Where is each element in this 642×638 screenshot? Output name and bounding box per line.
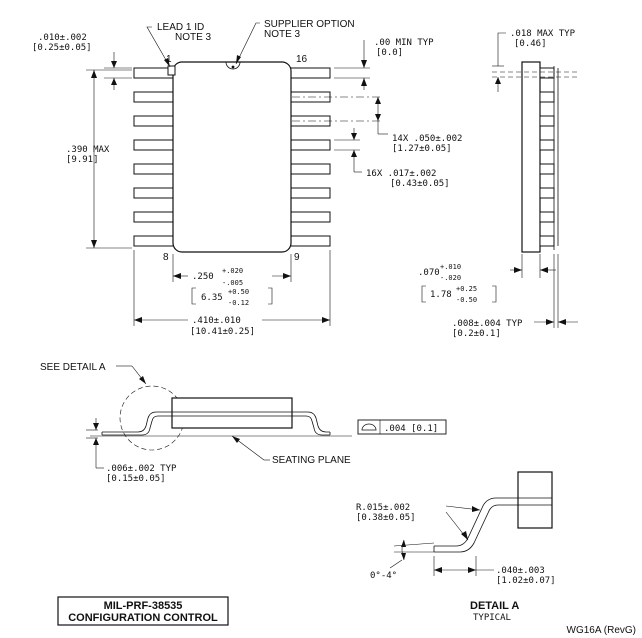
top-view: LEAD 1 ID NOTE 3 SUPPLIER OPTION NOTE 3 … — [32, 19, 462, 337]
detail-a-title: DETAIL A — [470, 600, 519, 612]
body-width-main: .250 — [192, 272, 214, 282]
thickness-metric-main: 1.78 — [430, 290, 452, 300]
thickness-metric-minus: -0.50 — [456, 296, 477, 304]
min-typ-metric: [0.0] — [376, 48, 403, 58]
standoff-metric: [0.15±0.05] — [106, 474, 166, 484]
max-typ-metric: [0.46] — [514, 39, 547, 49]
lead-width-metric: [0.43±0.05] — [390, 179, 450, 189]
side-view: .018 MAX TYP [0.46] .070 +.010 -.020 1.7… — [418, 29, 578, 339]
drawing-id: WG16A (RevG) — [567, 625, 636, 636]
pin9-label: 9 — [294, 252, 300, 263]
pitch-label: 14X .050±.002 — [392, 134, 462, 144]
thickness-plus: +.010 — [440, 263, 461, 271]
lead-pitch-label: .010±.002 — [38, 33, 87, 43]
flatness-value: .004 [0.1] — [384, 424, 438, 434]
supplier-notch — [225, 61, 241, 70]
detail-body — [517, 471, 553, 529]
body-width-tol-minus: -.005 — [222, 279, 243, 287]
lead1-note-line1: LEAD 1 ID — [157, 22, 204, 33]
angle-label: 0°-4° — [370, 571, 397, 581]
see-detail-label: SEE DETAIL A — [40, 362, 106, 373]
height-label: .390 MAX — [66, 145, 110, 155]
radius-label: R.015±.002 — [356, 503, 410, 513]
thickness-metric-plus: +0.25 — [456, 285, 477, 293]
flatness-symbol-icon — [361, 423, 377, 431]
flatness-callout: .004 [0.1] — [357, 419, 447, 435]
config-line1: MIL-PRF-38535 — [104, 600, 183, 612]
pitch-metric: [1.27±0.05] — [392, 144, 452, 154]
front-view: SEE DETAIL A SEATING PLANE .006±.002 TYP… — [40, 362, 447, 484]
lead-width-label: 16X .017±.002 — [366, 169, 436, 179]
config-control-box: MIL-PRF-38535 CONFIGURATION CONTROL — [57, 596, 229, 626]
config-line2: CONFIGURATION CONTROL — [68, 612, 218, 624]
front-body — [171, 397, 293, 429]
body-width-metric-main: 6.35 — [201, 293, 223, 303]
side-body — [521, 61, 541, 253]
height-metric: [9.91] — [66, 155, 99, 165]
package-body — [172, 61, 292, 253]
detail-a: R.015±.002 [0.38±0.05] 0°-4° .040±.003 [… — [356, 471, 556, 623]
left-leads — [133, 67, 175, 247]
pin16-label: 16 — [296, 54, 308, 65]
foot-metric: [1.02±0.07] — [496, 576, 556, 586]
body-width-metric-minus: -0.12 — [228, 299, 249, 307]
lead-thk-metric: [0.2±0.1] — [452, 329, 501, 339]
overall-width-metric: [10.41±0.25] — [190, 327, 255, 337]
thickness-minus: -.020 — [440, 274, 461, 282]
pin1-label: 1 — [166, 54, 172, 65]
radius-metric: [0.38±0.05] — [356, 513, 416, 523]
lead-thk-label: .008±.004 TYP — [452, 319, 523, 329]
seating-plane-label: SEATING PLANE — [272, 455, 351, 466]
supplier-note-line1: SUPPLIER OPTION — [264, 19, 355, 30]
thickness-main: .070 — [418, 268, 440, 278]
foot-label: .040±.003 — [496, 566, 545, 576]
lead1-id-mark — [167, 65, 176, 76]
detail-a-subtitle: TYPICAL — [473, 613, 511, 623]
overall-width-label: .410±.010 — [192, 316, 241, 326]
lead1-note-line2: NOTE 3 — [175, 32, 212, 43]
standoff-label: .006±.002 TYP — [106, 464, 177, 474]
right-leads — [289, 67, 331, 247]
max-typ-label: .018 MAX TYP — [510, 29, 576, 39]
pin8-label: 8 — [163, 252, 169, 263]
lead-pitch-metric: [0.25±0.05] — [32, 43, 92, 53]
body-width-tol-plus: +.020 — [222, 267, 243, 275]
supplier-note-line2: NOTE 3 — [264, 29, 301, 40]
min-typ-label: .00 MIN TYP — [374, 38, 434, 48]
body-width-metric-plus: +0.50 — [228, 288, 249, 296]
